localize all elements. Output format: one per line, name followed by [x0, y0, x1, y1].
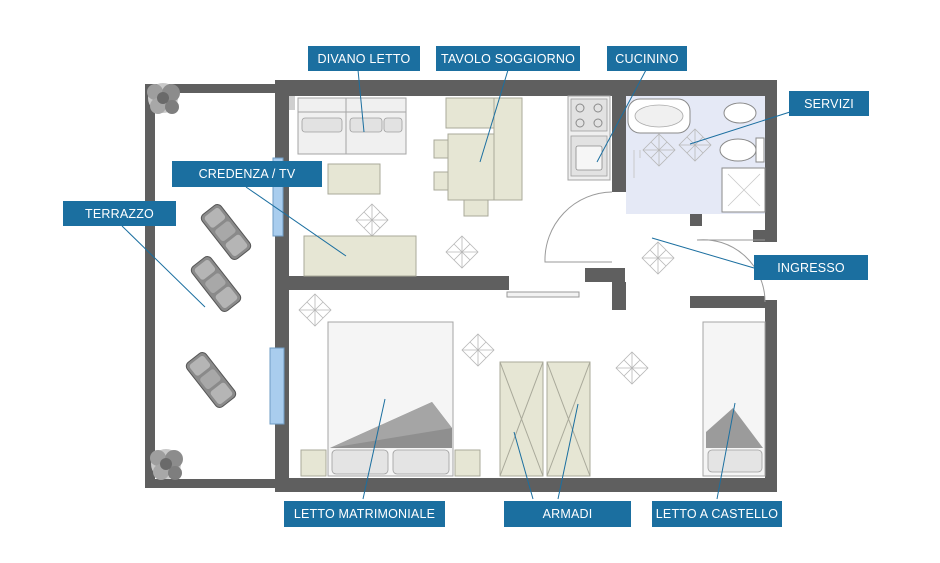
- sideboard-tv: [303, 235, 417, 277]
- sofa-bed: [297, 97, 407, 155]
- label-credenza-tv: CREDENZA / TV: [172, 161, 322, 187]
- dining-table: [433, 97, 523, 217]
- sliding-door: [506, 291, 580, 298]
- sink-icon: [570, 135, 608, 177]
- nightstand-right: [454, 449, 481, 477]
- window-bedroom: [269, 347, 285, 425]
- stove-icon: [570, 98, 608, 132]
- leader-lines: [121, 69, 791, 500]
- bathroom-door-swing: [544, 191, 613, 263]
- label-divano-letto: DIVANO LETTO: [308, 46, 420, 71]
- label-terrazzo: TERRAZZO: [63, 201, 176, 226]
- toilet-icon: [719, 102, 765, 163]
- apartment-walls: [275, 80, 777, 492]
- label-letto-a-castello: LETTO A CASTELLO: [652, 501, 782, 527]
- label-armadi: ARMADI: [504, 501, 631, 527]
- window-living: [272, 157, 284, 237]
- nightstand-left: [300, 449, 327, 477]
- lounge-chair-icon: [183, 202, 254, 410]
- label-letto-matrimoniale: LETTO MATRIMONIALE: [284, 501, 445, 527]
- coffee-table: [327, 163, 381, 195]
- shower-icon: [721, 167, 766, 213]
- label-servizi: SERVIZI: [789, 91, 869, 116]
- bathtub-icon: [627, 98, 691, 134]
- kitchenette: [567, 95, 611, 181]
- label-tavolo-soggiorno: TAVOLO SOGGIORNO: [436, 46, 580, 71]
- wardrobes: [499, 361, 591, 477]
- terrace-walls: [145, 84, 278, 488]
- bunk-bed: [702, 321, 766, 477]
- label-ingresso: INGRESSO: [754, 255, 868, 280]
- label-cucinino: CUCININO: [607, 46, 687, 71]
- double-bed: [327, 321, 454, 477]
